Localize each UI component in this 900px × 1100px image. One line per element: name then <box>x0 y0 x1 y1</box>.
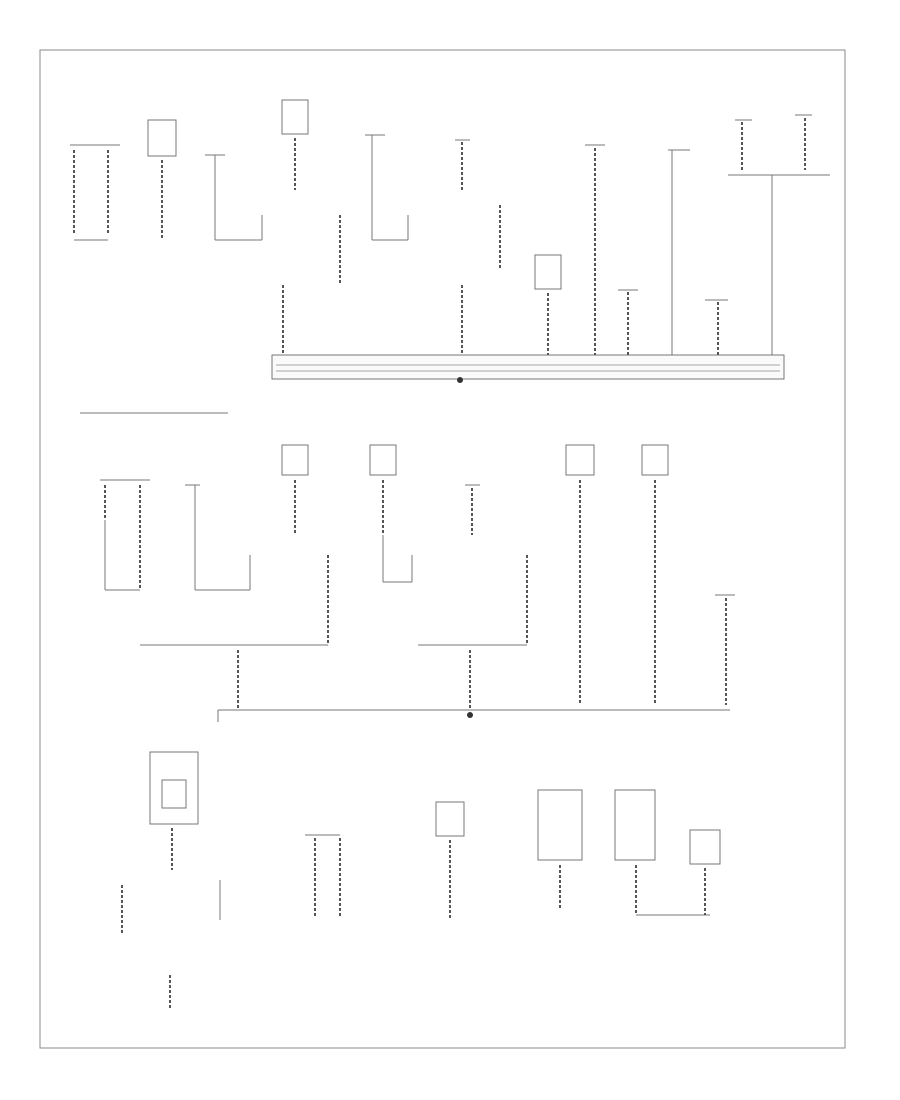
top-component-12 <box>668 149 690 355</box>
top-component-1 <box>70 144 120 241</box>
top-component-7 <box>455 139 470 190</box>
middle-component-7 <box>565 444 595 705</box>
middle-component-6 <box>418 484 528 646</box>
top-bus-ground-point <box>457 377 463 383</box>
middle-component-9 <box>715 594 735 705</box>
bottom-component-1 <box>149 751 199 1010</box>
top-component-10 <box>585 144 605 355</box>
middle-component-4 <box>140 555 329 646</box>
top-component-4 <box>281 99 309 190</box>
middle-section <box>80 412 735 722</box>
bottom-component-4 <box>305 834 341 918</box>
diagram-frame <box>39 49 846 1049</box>
middle-component-1 <box>100 479 150 591</box>
top-component-9 <box>534 254 562 355</box>
top-component-6 <box>365 134 409 241</box>
middle-component-2 <box>185 484 251 591</box>
top-component-13 <box>705 299 728 355</box>
bottom-component-8 <box>689 829 721 915</box>
bottom-component-5 <box>435 801 465 918</box>
top-component-11 <box>618 289 638 355</box>
bottom-component-6 <box>537 789 583 910</box>
middle-bus-ground-point <box>467 712 473 718</box>
middle-component-8 <box>641 444 669 705</box>
top-component-3 <box>205 154 263 241</box>
bottom-component-7 <box>614 789 710 916</box>
middle-component-5 <box>369 444 413 583</box>
top-ground-bus <box>271 354 785 380</box>
top-component-2 <box>147 119 177 240</box>
bottom-section <box>121 751 721 1010</box>
middle-component-3 <box>281 444 309 535</box>
top-section <box>70 99 830 383</box>
top-component-14 <box>728 114 830 355</box>
